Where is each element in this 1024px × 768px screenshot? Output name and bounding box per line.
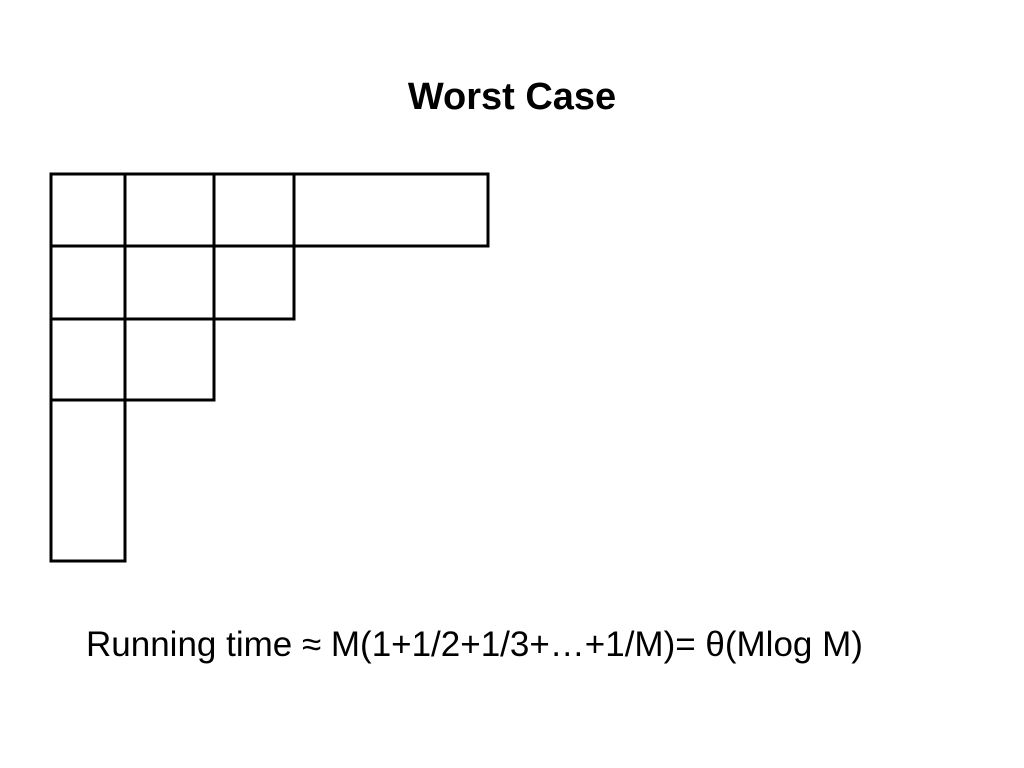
block-row1-col2 [123, 172, 216, 248]
block-row2-col2 [123, 244, 216, 321]
running-time-formula: Running time ≈ M(1+1/2+1/3+…+1/M)= θ(Mlo… [86, 625, 863, 664]
block-row1-col4 [292, 172, 490, 248]
block-row2-col3 [212, 244, 296, 321]
block-row2-col1 [49, 244, 127, 321]
block-row3-col2 [123, 317, 216, 402]
block-row1-col1 [49, 172, 127, 248]
block-row1-col3 [212, 172, 296, 248]
block-row3-col1 [49, 317, 127, 402]
slide-title: Worst Case [407, 76, 617, 118]
block-row4-col1 [49, 398, 127, 563]
